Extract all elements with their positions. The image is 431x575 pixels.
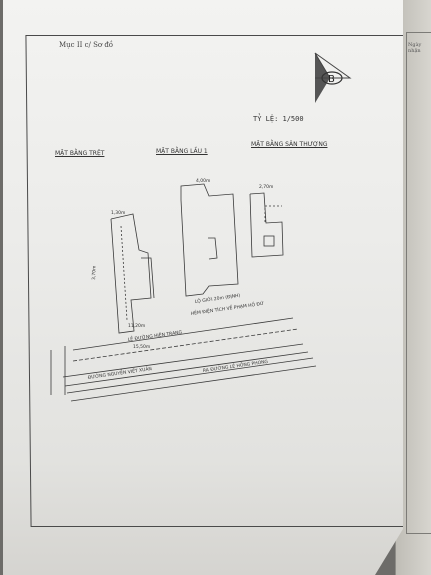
document-page: Mục II c/ Sơ đồ TỶ LỆ: 1/500 MẶT BẰNG TR…	[3, 0, 403, 575]
north-arrow-icon: B	[314, 52, 352, 103]
background-sheet-text: Ngày nhận	[408, 42, 422, 54]
first-floor-core	[208, 237, 218, 260]
compass-letter: B	[328, 74, 335, 85]
ground-floor-outline	[110, 213, 152, 334]
ground-floor-stair	[141, 257, 155, 299]
ground-floor-label: MẶT BẰNG TRỆT	[55, 150, 105, 157]
street-line-1	[72, 317, 294, 351]
terrace-outline	[249, 192, 284, 258]
terrace-dashed	[264, 205, 282, 222]
dimension-label-4: 3,70m	[91, 265, 97, 280]
street-line-5	[66, 357, 314, 394]
terrace-label: MẶT BẰNG SÂN THƯỢNG	[251, 141, 328, 148]
first-floor-outline	[180, 183, 239, 297]
street-line-6	[70, 365, 317, 402]
dimension-label-2: 15,50m	[133, 344, 150, 350]
terrace-stair	[263, 235, 275, 247]
dimension-label-6: 2,70m	[259, 184, 273, 190]
section-header: Mục II c/ Sơ đồ	[59, 41, 114, 49]
street-line-3	[62, 343, 304, 378]
scale-label: TỶ LỆ: 1/500	[253, 115, 304, 123]
background-sheet-frame	[406, 32, 431, 534]
street-line-2	[72, 328, 299, 362]
site-plan-drawing: 11,20m 15,50m 1,30m 3,70m 4,00m 2,70m	[50, 178, 317, 402]
dimension-label-5: 4,00m	[196, 178, 210, 184]
ground-floor-inner-line	[120, 225, 128, 321]
dimension-label-1: 11,20m	[128, 323, 145, 329]
dimension-label-3: 1,30m	[111, 210, 125, 216]
first-floor-label: MẶT BẰNG LẦU 1	[156, 148, 208, 155]
street-line-4	[64, 351, 309, 387]
